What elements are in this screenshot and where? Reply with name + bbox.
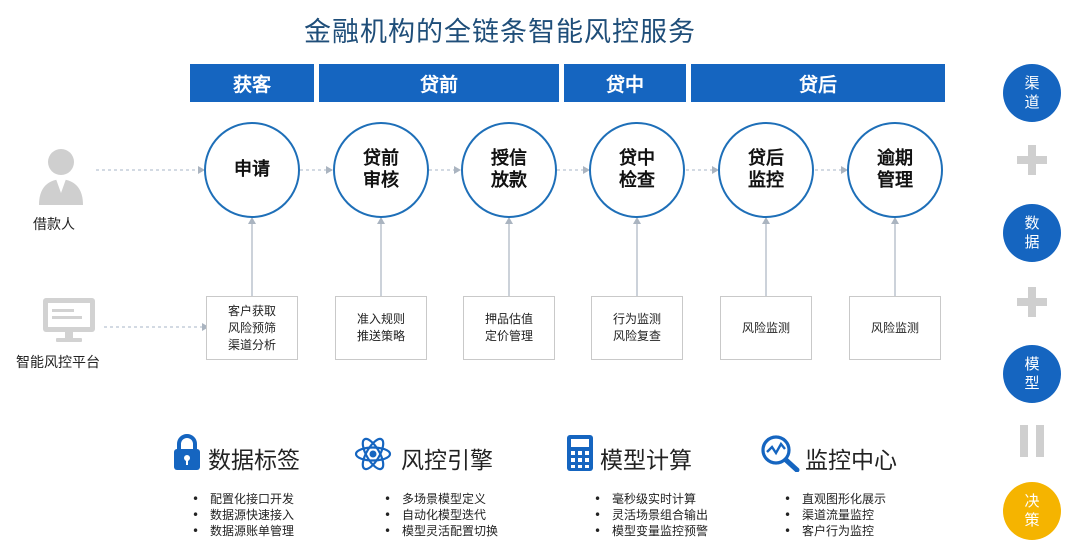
sidebar-label: 渠 道 <box>1024 74 1040 111</box>
platform-box-collateral: 押品估值 定价管理 <box>463 296 555 360</box>
stage-acquisition: 获客 <box>190 64 314 102</box>
list-item: 多场景模型定义 <box>384 491 498 507</box>
list-item: 配置化接口开发 <box>192 491 294 507</box>
sidebar-data: 数 据 <box>1003 204 1061 262</box>
list-item: 数据源快速接入 <box>192 507 294 523</box>
stage-post-loan: 贷后 <box>691 64 945 102</box>
step-label: 逾期 管理 <box>877 148 913 191</box>
sidebar-label: 数 据 <box>1024 214 1040 251</box>
sidebar-label: 决 策 <box>1024 492 1040 529</box>
box-label: 行为监测 风险复查 <box>612 312 661 343</box>
calculator-icon <box>567 435 593 471</box>
stage-label: 贷前 <box>419 73 458 96</box>
list-item: 模型变量监控预警 <box>594 523 708 539</box>
stage-label: 贷后 <box>798 73 837 96</box>
platform-box-access-rules: 准入规则 推送策略 <box>335 296 427 360</box>
feature-list: 配置化接口开发 数据源快速接入 数据源账单管理 <box>192 491 294 539</box>
list-item: 模型灵活配置切换 <box>384 523 498 539</box>
borrower-label: 借款人 <box>33 217 75 233</box>
step-post-loan-monitor: 贷后 监控 <box>718 122 814 218</box>
box-label: 押品估值 定价管理 <box>484 312 533 343</box>
step-credit-disbursement: 授信 放款 <box>461 122 557 218</box>
magnifier-chart-icon <box>761 435 800 472</box>
platform-label: 智能风控平台 <box>16 355 100 371</box>
step-pre-loan-review: 贷前 审核 <box>333 122 429 218</box>
atom-icon <box>354 437 392 471</box>
feature-list: 毫秒级实时计算 灵活场景组合输出 模型变量监控预警 <box>594 491 708 539</box>
platform-box-risk-monitor: 风险监测 <box>720 296 812 360</box>
feature-list: 多场景模型定义 自动化模型迭代 模型灵活配置切换 <box>384 491 498 539</box>
step-in-loan-check: 贷中 检查 <box>589 122 685 218</box>
monitor-icon <box>43 298 95 342</box>
plus-icon <box>1017 287 1047 317</box>
step-label: 申请 <box>234 159 270 180</box>
feature-title: 监控中心 <box>805 448 897 474</box>
list-item: 毫秒级实时计算 <box>594 491 708 507</box>
step-label: 贷后 监控 <box>748 148 784 191</box>
page-title: 金融机构的全链条智能风控服务 <box>304 17 696 48</box>
list-item: 渠道流量监控 <box>784 507 886 523</box>
platform-box-behavior: 行为监测 风险复查 <box>591 296 683 360</box>
box-label: 风险监测 <box>870 320 919 335</box>
box-label: 风险监测 <box>741 320 790 335</box>
box-label: 准入规则 推送策略 <box>356 312 405 343</box>
equals-icon <box>1020 425 1044 457</box>
list-item: 自动化模型迭代 <box>384 507 498 523</box>
stage-label: 贷中 <box>605 73 644 96</box>
sidebar-label: 模 型 <box>1024 355 1040 392</box>
stage-pre-loan: 贷前 <box>319 64 559 102</box>
sidebar-model: 模 型 <box>1003 345 1061 403</box>
list-item: 直观图形化展示 <box>784 491 886 507</box>
platform-box-risk-monitor: 风险监测 <box>849 296 941 360</box>
sidebar-channel: 渠 道 <box>1003 64 1061 122</box>
step-application: 申请 <box>204 122 300 218</box>
feature-list: 直观图形化展示 渠道流量监控 客户行为监控 <box>784 491 886 539</box>
stage-in-loan: 贷中 <box>564 64 686 102</box>
step-label: 贷中 检查 <box>619 148 655 191</box>
step-label: 授信 放款 <box>491 148 527 191</box>
lock-icon <box>174 434 200 470</box>
box-label: 客户获取 风险预筛 渠道分析 <box>227 303 276 352</box>
feature-title: 风控引擎 <box>401 448 493 474</box>
stage-label: 获客 <box>232 73 271 96</box>
step-label: 贷前 审核 <box>363 148 399 191</box>
step-overdue-management: 逾期 管理 <box>847 122 943 218</box>
feature-title: 模型计算 <box>600 448 692 474</box>
platform-box-acquisition: 客户获取 风险预筛 渠道分析 <box>206 296 298 360</box>
list-item: 数据源账单管理 <box>192 523 294 539</box>
feature-title: 数据标签 <box>208 448 300 474</box>
list-item: 客户行为监控 <box>784 523 886 539</box>
person-icon <box>39 149 83 205</box>
sidebar-decision: 决 策 <box>1003 482 1061 540</box>
list-item: 灵活场景组合输出 <box>594 507 708 523</box>
plus-icon <box>1017 145 1047 175</box>
